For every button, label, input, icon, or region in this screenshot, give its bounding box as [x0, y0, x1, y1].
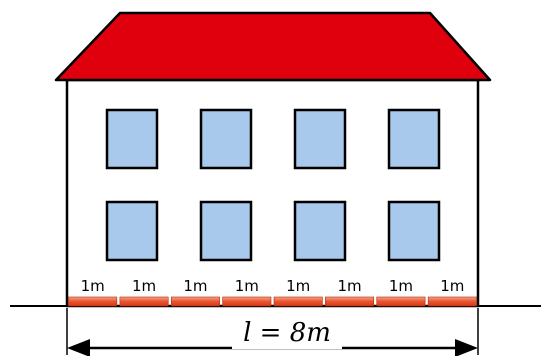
window-r1-c1 — [105, 108, 159, 170]
segment-label-3: 1m — [183, 277, 207, 295]
segment-8 — [427, 296, 477, 307]
segment-2 — [119, 296, 169, 307]
dimension-arrow-right — [455, 339, 478, 356]
segment-1 — [68, 296, 118, 307]
segment-5 — [273, 296, 323, 307]
window-r2-c3 — [293, 200, 347, 262]
house-roof — [54, 11, 492, 82]
windows — [105, 108, 441, 262]
segment-6 — [325, 296, 375, 307]
window-r2-c4 — [387, 200, 441, 262]
segment-label-4: 1m — [235, 277, 259, 295]
segment-label-2: 1m — [132, 277, 156, 295]
segment-label-8: 1m — [440, 277, 464, 295]
dimension-arrow-left — [67, 339, 90, 356]
measurement-segments: 1m 1m 1m 1m 1m 1m 1m 1m — [68, 277, 477, 307]
segment-3 — [170, 296, 220, 307]
window-r2-c2 — [199, 200, 253, 262]
segment-label-1: 1m — [81, 277, 105, 295]
length-label-bg — [232, 319, 342, 349]
segment-7 — [376, 296, 426, 307]
segment-label-6: 1m — [337, 277, 361, 295]
window-r1-c2 — [199, 108, 253, 170]
window-r1-c4 — [387, 108, 441, 170]
segment-label-7: 1m — [389, 277, 413, 295]
length-label: l = 8m — [243, 318, 331, 348]
window-r1-c3 — [293, 108, 347, 170]
window-r2-c1 — [105, 200, 159, 262]
segment-label-5: 1m — [286, 277, 310, 295]
segment-4 — [222, 296, 272, 307]
